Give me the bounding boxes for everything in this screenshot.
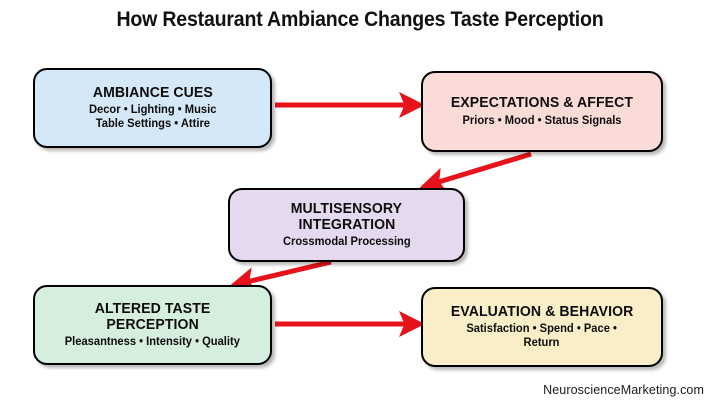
arrow-expectations-to-multisensory: [419, 151, 532, 193]
node-expectations-affect-subline-1: Priors • Mood • Status Signals: [462, 114, 622, 127]
node-ambiance-cues-subline-1: Decor • Lighting • Music: [88, 104, 217, 117]
node-multisensory-integration-heading-1: MULTISENSORY: [290, 200, 403, 217]
arrow-multisensory-to-altered: [229, 259, 332, 293]
node-ambiance-cues[interactable]: AMBIANCE CUES Decor • Lighting • Music T…: [33, 68, 272, 148]
footer-attribution: NeuroscienceMarketing.com: [543, 383, 704, 397]
node-evaluation-behavior-heading: EVALUATION & BEHAVIOR: [450, 303, 634, 320]
node-altered-taste-perception-heading-2: PERCEPTION: [106, 316, 199, 333]
node-ambiance-cues-heading: AMBIANCE CUES: [92, 84, 213, 101]
node-multisensory-integration-subline-1: Crossmodal Processing: [282, 236, 411, 249]
node-multisensory-integration[interactable]: MULTISENSORY INTEGRATION Crossmodal Proc…: [228, 188, 465, 262]
node-altered-taste-perception-heading-1: ALTERED TASTE: [94, 300, 211, 317]
node-multisensory-integration-heading-2: INTEGRATION: [298, 216, 395, 233]
node-ambiance-cues-subline-2: Table Settings • Attire: [95, 118, 210, 131]
node-expectations-affect[interactable]: EXPECTATIONS & AFFECT Priors • Mood • St…: [421, 71, 663, 152]
node-altered-taste-perception[interactable]: ALTERED TASTE PERCEPTION Pleasantness • …: [33, 285, 272, 365]
page-title: How Restaurant Ambiance Changes Taste Pe…: [116, 8, 604, 31]
node-altered-taste-perception-subline-1: Pleasantness • Intensity • Quality: [64, 336, 241, 349]
node-expectations-affect-heading: EXPECTATIONS & AFFECT: [450, 95, 634, 112]
node-evaluation-behavior-subline-1: Satisfaction • Spend • Pace •: [466, 323, 618, 336]
node-evaluation-behavior-subline-2: Return: [524, 337, 560, 350]
node-evaluation-behavior[interactable]: EVALUATION & BEHAVIOR Satisfaction • Spe…: [421, 287, 663, 367]
